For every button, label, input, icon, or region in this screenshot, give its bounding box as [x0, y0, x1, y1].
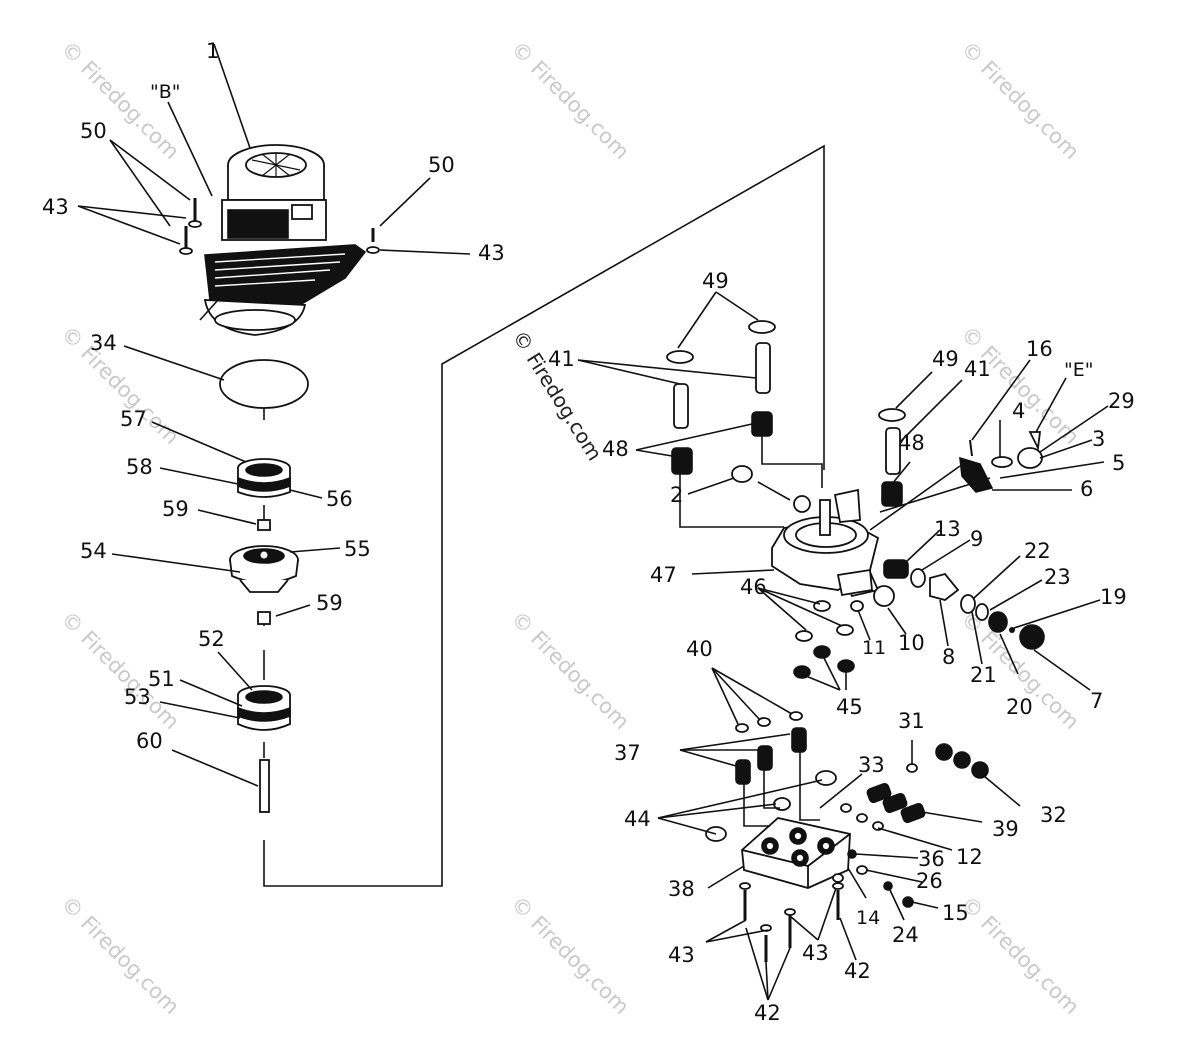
- callout-7: 7: [1090, 689, 1103, 713]
- callout-49: 49: [702, 269, 729, 293]
- callout-24: 24: [892, 923, 919, 947]
- callout-21: 21: [970, 663, 997, 687]
- callout-8: 8: [942, 645, 955, 669]
- callout-58: 58: [126, 455, 153, 479]
- leader-lines: [77, 43, 1109, 1001]
- callout-31: 31: [898, 709, 925, 733]
- callout-4: 4: [1012, 399, 1025, 423]
- callout-51: 51: [148, 667, 175, 691]
- callout-50: 50: [428, 153, 455, 177]
- callout-43: 43: [802, 941, 829, 965]
- right-side-parts: [666, 320, 1045, 679]
- left-stack-parts: [219, 359, 309, 813]
- callout-12: 12: [956, 845, 983, 869]
- callout-19: 19: [1100, 585, 1127, 609]
- watermark: © Firedog.com: [956, 322, 1083, 449]
- callout-6: 6: [1080, 477, 1093, 501]
- watermark: © Firedog.com: [506, 892, 633, 1019]
- callout-42: 42: [844, 959, 871, 983]
- callout-53: 53: [124, 685, 151, 709]
- callout-36: 36: [918, 847, 945, 871]
- callout-56: 56: [326, 487, 353, 511]
- callout-60: 60: [136, 729, 163, 753]
- callout-41: 41: [964, 357, 991, 381]
- callout-15: 15: [942, 901, 969, 925]
- callout-41: 41: [548, 347, 575, 371]
- callout-26: 26: [916, 869, 943, 893]
- motor-assembly: [199, 144, 367, 336]
- callout-47: 47: [650, 563, 677, 587]
- motor-fasteners: [179, 198, 380, 255]
- callout-40: 40: [686, 637, 713, 661]
- callout-59: 59: [316, 591, 343, 615]
- watermark: © Firedog.com: [506, 37, 633, 164]
- callout-45: 45: [836, 695, 863, 719]
- callout-29: 29: [1108, 389, 1135, 413]
- callout-48: 48: [602, 437, 629, 461]
- callout-20: 20: [1006, 695, 1033, 719]
- callout-43: 43: [42, 195, 69, 219]
- callout-49: 49: [932, 347, 959, 371]
- watermark: © Firedog.com: [956, 892, 1083, 1019]
- callout-23: 23: [1044, 565, 1071, 589]
- callout-14: 14: [856, 907, 880, 929]
- callout-50: 50: [80, 119, 107, 143]
- callout-32: 32: [1040, 803, 1067, 827]
- callout-37: 37: [614, 741, 641, 765]
- callout-42: 42: [754, 1001, 781, 1025]
- callout-38: 38: [668, 877, 695, 901]
- callout-43: 43: [478, 241, 505, 265]
- callout-55: 55: [344, 537, 371, 561]
- callout-13: 13: [934, 517, 961, 541]
- callout-labels: 1 "B" 50 43 50 43 34 57 58 56 59 54 55 5…: [42, 39, 1135, 1025]
- callout-48: 48: [898, 431, 925, 455]
- watermark: © Firedog.com: [956, 37, 1083, 164]
- callout-2: 2: [670, 483, 683, 507]
- callout-46: 46: [740, 575, 767, 599]
- callout-e: "E": [1064, 359, 1093, 381]
- callout-3: 3: [1092, 427, 1105, 451]
- callout-b: "B": [150, 81, 181, 103]
- callout-5: 5: [1112, 451, 1125, 475]
- callout-34: 34: [90, 331, 117, 355]
- callout-43: 43: [668, 943, 695, 967]
- watermark: © Firedog.com: [506, 607, 633, 734]
- callout-52: 52: [198, 627, 225, 651]
- callout-11: 11: [862, 637, 886, 659]
- callout-54: 54: [80, 539, 107, 563]
- callout-1: 1: [206, 39, 219, 63]
- callout-22: 22: [1024, 539, 1051, 563]
- manifold-block: [705, 711, 989, 962]
- watermark: © Firedog.com: [56, 892, 183, 1019]
- callout-33: 33: [858, 753, 885, 777]
- callout-9: 9: [970, 527, 983, 551]
- callout-44: 44: [624, 807, 651, 831]
- callout-10: 10: [898, 631, 925, 655]
- callout-16: 16: [1026, 337, 1053, 361]
- callout-59: 59: [162, 497, 189, 521]
- callout-39: 39: [992, 817, 1019, 841]
- callout-57: 57: [120, 407, 147, 431]
